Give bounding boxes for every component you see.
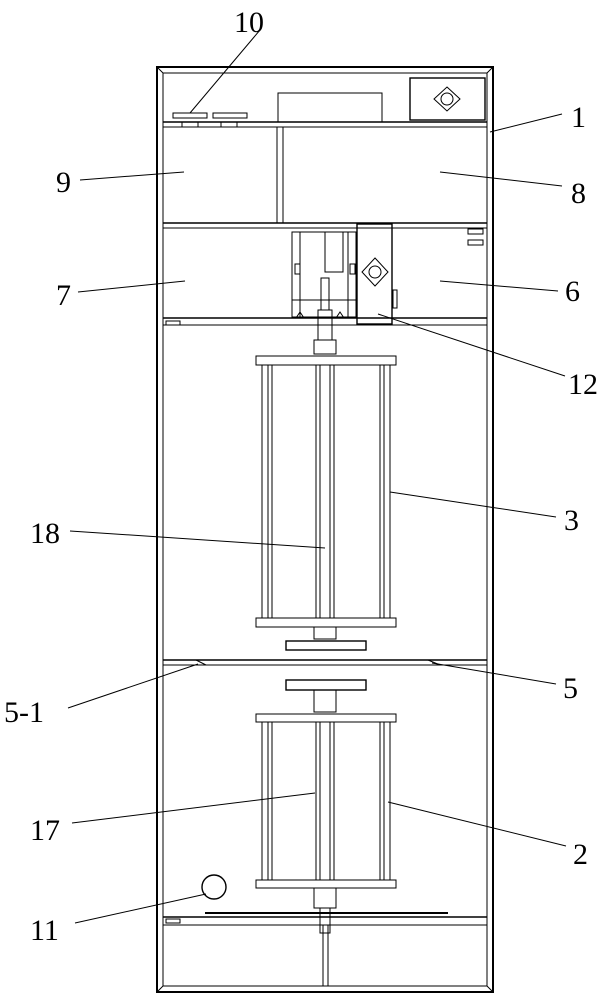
label-9: 9 — [56, 166, 71, 199]
label-3: 3 — [564, 504, 579, 537]
shaft-18 — [315, 364, 335, 619]
compartment-row-upper — [163, 127, 487, 246]
label-10: 10 — [234, 6, 264, 39]
label-17: 17 — [30, 814, 60, 847]
reference-labels: 10 1 9 8 7 6 12 3 18 5 5-1 17 2 11 — [4, 6, 598, 947]
bottom-compartment — [163, 874, 487, 986]
label-1: 1 — [571, 101, 586, 134]
motor-12 — [356, 223, 398, 325]
label-12: 12 — [568, 368, 598, 401]
leader-lines — [67, 29, 567, 924]
label-8: 8 — [571, 177, 586, 210]
label-7: 7 — [56, 279, 71, 312]
shaft-17 — [315, 721, 335, 881]
label-6: 6 — [565, 275, 580, 308]
button-group — [172, 112, 248, 128]
label-11: 11 — [30, 914, 59, 947]
lower-drum-2 — [255, 679, 397, 934]
label-18: 18 — [30, 517, 60, 550]
compartment-row-middle — [163, 223, 487, 326]
top-compartment — [163, 77, 487, 128]
upper-drum-3 — [255, 309, 397, 651]
port-11 — [201, 874, 227, 900]
label-5: 5 — [563, 672, 578, 705]
label-5-1: 5-1 — [4, 696, 44, 729]
cabinet-frame — [156, 66, 494, 993]
label-2: 2 — [573, 838, 588, 871]
